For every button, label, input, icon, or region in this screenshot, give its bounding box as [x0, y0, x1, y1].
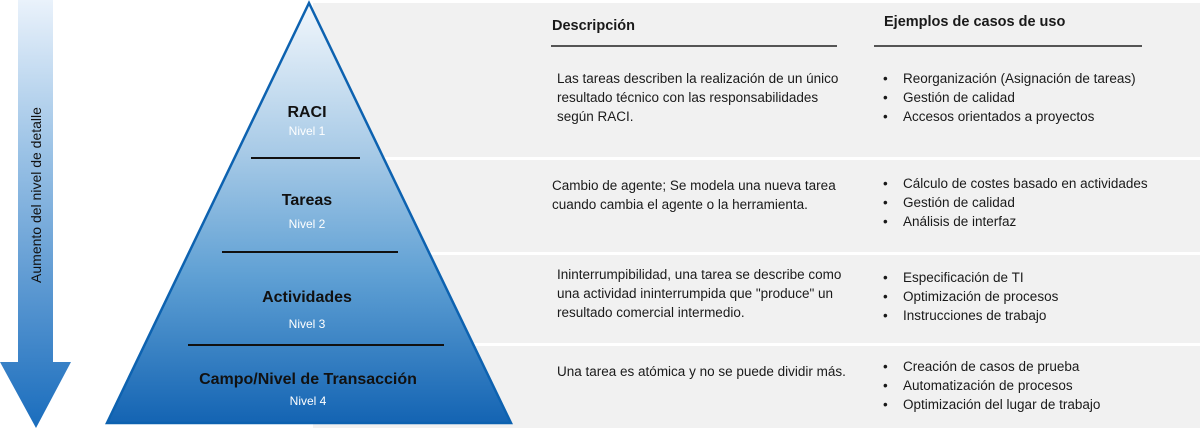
level-1-title: RACI — [287, 104, 327, 121]
list-item: •Gestión de calidad — [883, 90, 1015, 105]
row-separator — [313, 157, 1200, 160]
list-item: •Optimización de procesos — [883, 289, 1059, 304]
bullet-icon: • — [883, 109, 888, 124]
level-2-title: Tareas — [281, 192, 333, 209]
description-header: Descripción — [552, 18, 635, 34]
bullet-icon: • — [883, 90, 888, 105]
bullet-icon: • — [883, 195, 888, 210]
list-item: •Gestión de calidad — [883, 195, 1015, 210]
row-3-description: Ininterrumpibilidad, una tarea se descri… — [557, 267, 842, 320]
row-1-description: Las tareas describen la realización de u… — [557, 71, 839, 124]
row-4-description: Una tarea es atómica y no se puede divid… — [557, 364, 846, 379]
row-3-examples: •Especificación de TI •Optimización de p… — [879, 268, 1179, 325]
pyramid-diagram — [105, 0, 513, 425]
level-4-title: Campo/Nivel de Transacción — [199, 371, 417, 388]
list-item: •Cálculo de costes basado en actividades — [883, 176, 1148, 191]
list-item: •Accesos orientados a proyectos — [883, 109, 1095, 124]
bullet-icon: • — [883, 308, 888, 323]
list-item: •Optimización del lugar de trabajo — [883, 397, 1101, 412]
list-item: •Automatización de procesos — [883, 378, 1073, 393]
level-3-subtitle: Nivel 3 — [288, 317, 326, 331]
list-item: •Especificación de TI — [883, 270, 1024, 285]
level-3-title: Actividades — [262, 289, 352, 306]
list-item: •Análisis de interfaz — [883, 214, 1017, 229]
bullet-icon: • — [883, 71, 888, 86]
bullet-icon: • — [883, 378, 888, 393]
bullet-icon: • — [883, 176, 888, 191]
row-separator — [313, 343, 1200, 346]
row-2-description: Cambio de agente; Se modela una nueva ta… — [552, 178, 836, 212]
bullet-icon: • — [883, 289, 888, 304]
list-item: •Reorganización (Asignación de tareas) — [883, 71, 1136, 86]
down-arrow-icon — [0, 0, 71, 428]
bullet-icon: • — [883, 270, 888, 285]
bullet-icon: • — [883, 397, 888, 412]
bullet-icon: • — [883, 359, 888, 374]
list-item: •Instrucciones de trabajo — [883, 308, 1047, 323]
level-2-subtitle: Nivel 2 — [288, 217, 326, 231]
bullet-icon: • — [883, 214, 888, 229]
row-1-examples: •Reorganización (Asignación de tareas) •… — [879, 69, 1179, 126]
header-underline — [551, 45, 837, 47]
level-1-subtitle: Nivel 1 — [288, 124, 326, 138]
row-separator — [313, 252, 1200, 255]
header-underline — [874, 45, 1142, 47]
list-item: •Creación de casos de prueba — [883, 359, 1080, 374]
level-4-subtitle: Nivel 4 — [289, 394, 327, 408]
examples-header: Ejemplos de casos de uso — [884, 14, 1066, 30]
row-2-examples: •Cálculo de costes basado en actividades… — [879, 174, 1179, 231]
row-4-examples: •Creación de casos de prueba •Automatiza… — [879, 357, 1179, 414]
